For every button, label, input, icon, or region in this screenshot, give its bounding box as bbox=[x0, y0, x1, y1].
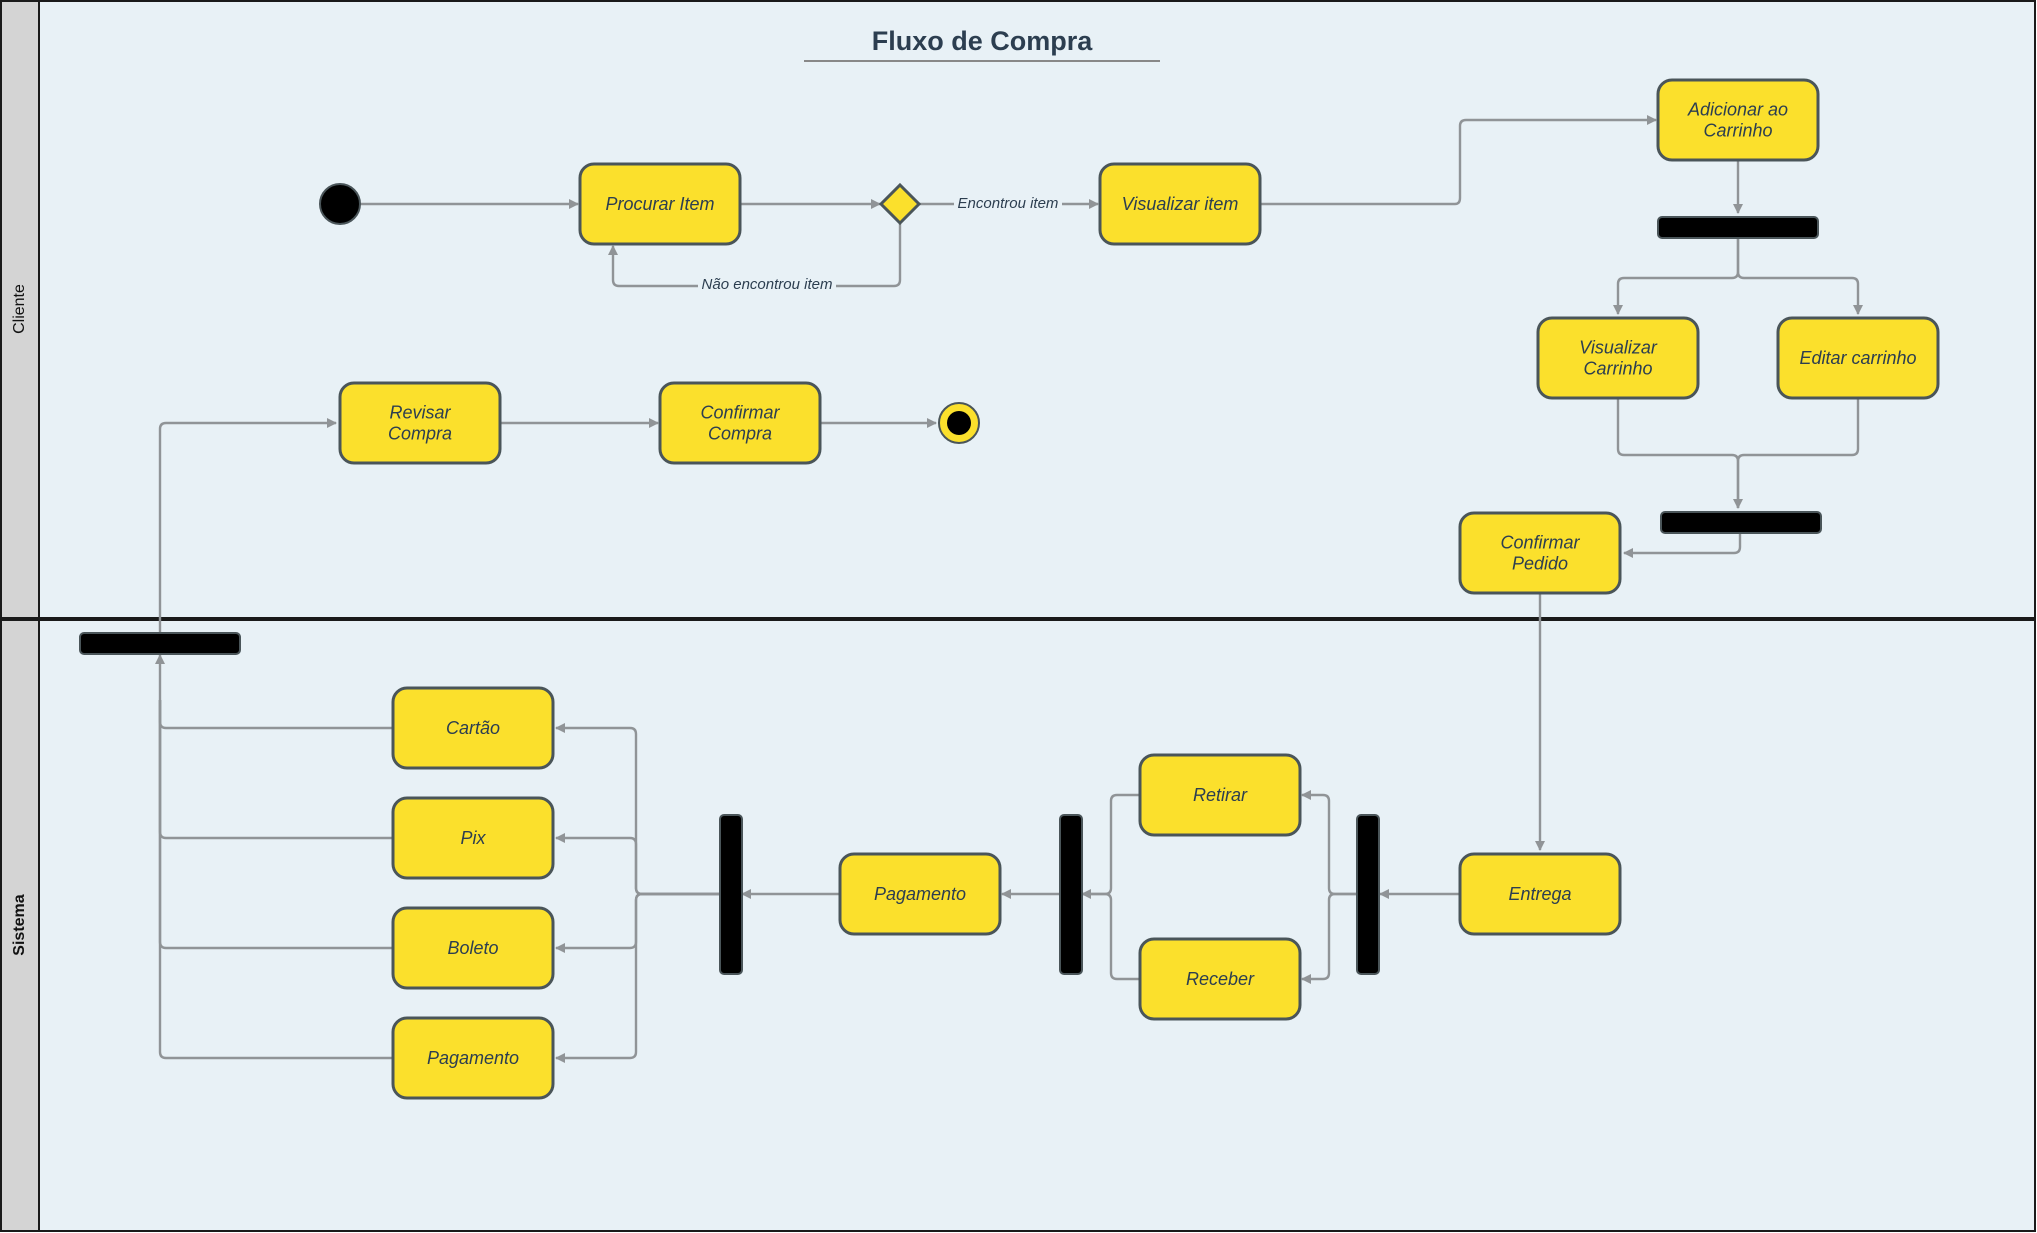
activity-label-line: Receber bbox=[1186, 969, 1255, 989]
activity-label: Cartão bbox=[446, 718, 500, 738]
activity-label-line: Retirar bbox=[1193, 785, 1248, 805]
control-nodes bbox=[79, 182, 1822, 975]
activity-label: Procurar Item bbox=[605, 194, 714, 214]
activity-label-line: Confirmar bbox=[1500, 533, 1580, 553]
edge-fork-receber bbox=[1301, 892, 1357, 984]
activity-label-line: Visualizar bbox=[1579, 338, 1658, 358]
activity-label-line: Entrega bbox=[1508, 884, 1571, 904]
edge-receber-join bbox=[1082, 892, 1140, 981]
merge-bar-pagamento bbox=[79, 632, 241, 655]
edge-visualizar-adicionar bbox=[1260, 115, 1657, 206]
edge-label-bg-nao-encontrou bbox=[698, 274, 836, 296]
edge-labels: Encontrou item Não encontrou item bbox=[698, 192, 1062, 296]
decision-node bbox=[878, 182, 922, 226]
activity-receber[interactable]: Receber bbox=[1138, 937, 1302, 1021]
fork-bar-entrega bbox=[1356, 814, 1380, 975]
activity-procurar-item[interactable]: Procurar Item bbox=[578, 162, 742, 246]
activity-label-line: Pix bbox=[460, 828, 486, 848]
activity-label-line: Revisar bbox=[389, 403, 451, 423]
diagram-title: Fluxo de Compra bbox=[872, 26, 1094, 56]
activity-pagamento[interactable]: Pagamento bbox=[838, 852, 1002, 936]
activity-label-line: Boleto bbox=[447, 938, 498, 958]
activity-pix[interactable]: Pix bbox=[391, 796, 555, 880]
activity-label-line: Carrinho bbox=[1703, 121, 1772, 141]
lane-label-sistema: Sistema bbox=[11, 894, 28, 955]
activity-label-line: Pedido bbox=[1512, 554, 1568, 574]
activity-visualizar-item[interactable]: Visualizar item bbox=[1098, 162, 1262, 246]
edge-fork-editar-carrinho bbox=[1736, 238, 1863, 315]
activity-label-line: Editar carrinho bbox=[1799, 348, 1916, 368]
activity-label-line: Adicionar ao bbox=[1687, 100, 1788, 120]
join-bar-entrega bbox=[1059, 814, 1083, 975]
lane-header-cliente bbox=[0, 0, 40, 619]
edge-fork-pagamento-opcao bbox=[555, 892, 720, 1063]
edge-label-nao-encontrou: Não encontrou item bbox=[702, 276, 833, 293]
activity-label-line: Cartão bbox=[446, 718, 500, 738]
activity-label: Pix bbox=[460, 828, 486, 848]
edge-pagamento-opcao-merge bbox=[158, 700, 393, 1060]
swimlane-sistema: Sistema bbox=[0, 619, 2036, 1232]
activity-label-line: Pagamento bbox=[427, 1048, 519, 1068]
activity-label: Retirar bbox=[1193, 785, 1248, 805]
activity-retirar[interactable]: Retirar bbox=[1138, 753, 1302, 837]
edge-label-bg-encontrou bbox=[954, 192, 1062, 214]
activity-label: Boleto bbox=[447, 938, 498, 958]
activity-label-line: Carrinho bbox=[1583, 359, 1652, 379]
edges bbox=[155, 115, 1863, 1063]
edge-merge-revisar bbox=[158, 418, 337, 633]
activity-label: Pagamento bbox=[427, 1048, 519, 1068]
lane-header-sistema bbox=[0, 619, 40, 1232]
activity-label: Visualizar item bbox=[1122, 194, 1239, 214]
join-bar-carrinho bbox=[1660, 511, 1822, 534]
activity-boleto[interactable]: Boleto bbox=[391, 906, 555, 990]
edge-join-confirmar-pedido bbox=[1623, 533, 1742, 558]
activity-label: Receber bbox=[1186, 969, 1255, 989]
activity-label-line: Compra bbox=[388, 424, 452, 444]
activity-cartao[interactable]: Cartão bbox=[391, 686, 555, 770]
activity-label: Entrega bbox=[1508, 884, 1571, 904]
activity-pagamento-opcao[interactable]: Pagamento bbox=[391, 1016, 555, 1100]
edge-label-encontrou: Encontrou item bbox=[958, 195, 1059, 212]
activity-label-line: Pagamento bbox=[874, 884, 966, 904]
activity-label-line: Visualizar item bbox=[1122, 194, 1239, 214]
fork-bar-carrinho bbox=[1657, 216, 1819, 239]
activity-label: Pagamento bbox=[874, 884, 966, 904]
activity-editar-carrinho[interactable]: Editar carrinho bbox=[1776, 316, 1940, 400]
activity-label-line: Procurar Item bbox=[605, 194, 714, 214]
activity-label-line: Confirmar bbox=[700, 403, 780, 423]
activity-label-line: Compra bbox=[708, 424, 772, 444]
activity-entrega[interactable]: Entrega bbox=[1458, 852, 1622, 936]
activity-label: Editar carrinho bbox=[1799, 348, 1916, 368]
fork-bar-pagamento bbox=[719, 814, 743, 975]
initial-node bbox=[319, 183, 361, 225]
final-node bbox=[938, 402, 980, 444]
edge-editar-carrinho-join bbox=[1736, 398, 1860, 508]
lane-label-cliente: Cliente bbox=[11, 284, 28, 334]
